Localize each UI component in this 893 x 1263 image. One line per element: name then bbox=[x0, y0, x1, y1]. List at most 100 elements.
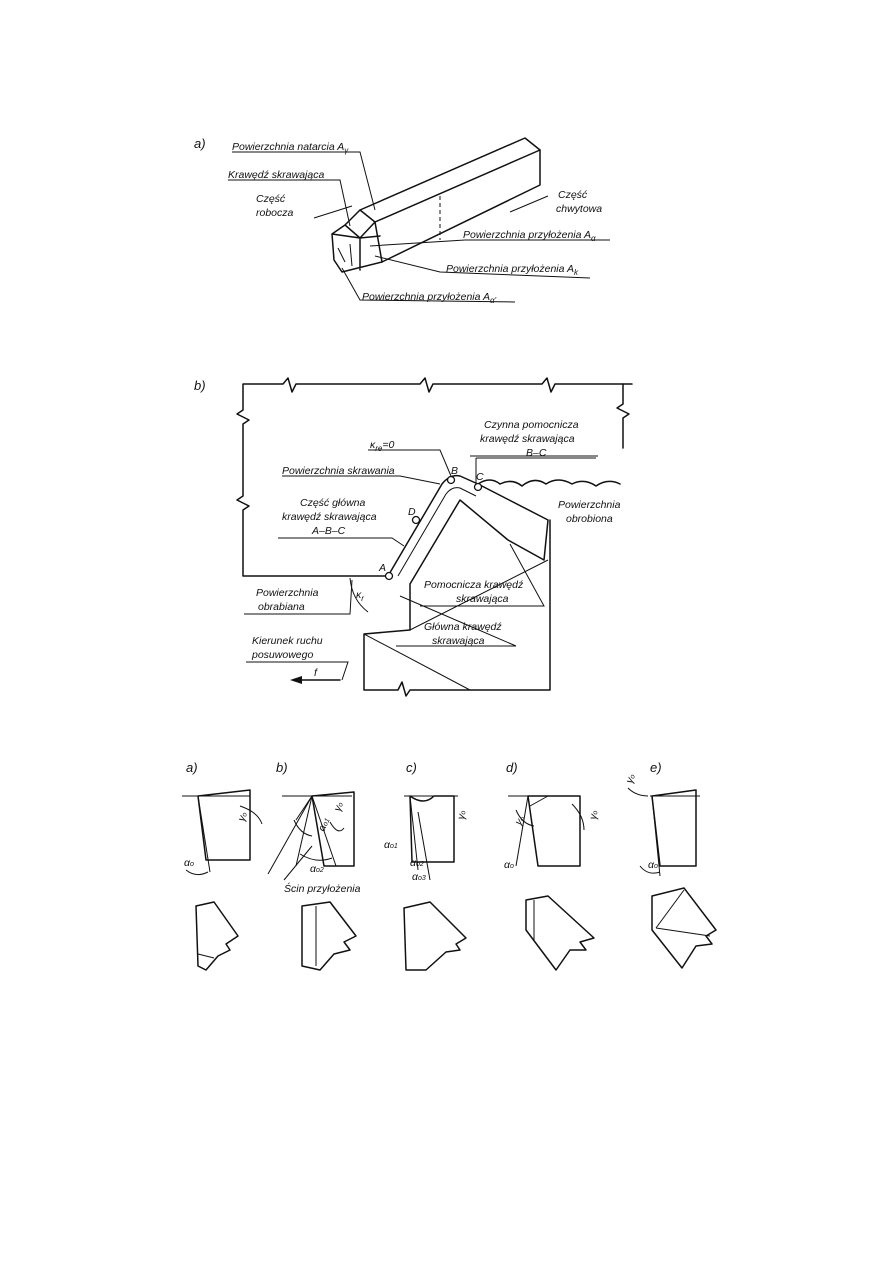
label-machined-1: Powierzchnia bbox=[558, 499, 621, 511]
variant-c-plan bbox=[403, 901, 467, 971]
point-c bbox=[473, 482, 483, 492]
label-point-a: A bbox=[378, 562, 386, 574]
leader-flank-main bbox=[369, 239, 610, 247]
variant-d-plan bbox=[525, 895, 595, 971]
shank-side-face bbox=[374, 149, 541, 263]
leader-flank-k bbox=[374, 255, 591, 279]
label-main-part-3: A–B–C bbox=[311, 525, 346, 537]
shank-top-face bbox=[359, 137, 541, 223]
point-d bbox=[411, 515, 421, 525]
leader-workpiece bbox=[244, 579, 353, 615]
feed-arrow-head bbox=[290, 676, 302, 684]
tool-body bbox=[363, 474, 551, 697]
label-gamma-left: γo bbox=[513, 813, 528, 827]
variant-tag: c) bbox=[406, 760, 417, 775]
label-gamma: γo bbox=[455, 809, 468, 820]
variant-tag: a) bbox=[186, 760, 198, 775]
label-alpha: αo bbox=[504, 859, 514, 871]
label-feed-2: posuwowego bbox=[251, 649, 313, 661]
variant-tag: d) bbox=[506, 760, 518, 775]
label-alpha: αo bbox=[648, 859, 658, 871]
workpiece-outline bbox=[236, 377, 633, 577]
leader-rake-face bbox=[232, 151, 376, 211]
variant-e: γo αo bbox=[624, 772, 717, 969]
label-alpha-o1: αo1 bbox=[316, 816, 333, 834]
label-point-c: C bbox=[476, 471, 484, 483]
label-flank-minor: Powierzchnia przyłożenia Aα' bbox=[362, 291, 497, 305]
label-rake-face: Powierzchnia natarcia Aγ bbox=[232, 141, 349, 155]
variant-d-section bbox=[527, 795, 581, 867]
label-minor-edge-2: skrawająca bbox=[456, 593, 509, 605]
label-main-edge-1: Główna krawędź bbox=[424, 621, 502, 633]
label-alpha: αo bbox=[184, 857, 194, 869]
workpiece-right-break bbox=[616, 383, 630, 449]
variant-tag: e) bbox=[650, 760, 662, 775]
label-alpha-o1: αo1 bbox=[384, 839, 398, 851]
tool-head bbox=[331, 209, 383, 273]
label-alpha-o2: αo2 bbox=[410, 857, 424, 869]
label-gamma: γo bbox=[624, 772, 638, 785]
label-main-part-2: krawędź skrawająca bbox=[282, 511, 377, 523]
label-shank-1: Część bbox=[558, 189, 588, 201]
variant-b-plan bbox=[301, 901, 357, 971]
variant-e-section bbox=[651, 789, 697, 867]
label-main-edge-2: skrawająca bbox=[432, 635, 485, 647]
label-minor-edge-1: Pomocnicza krawędź bbox=[424, 579, 524, 591]
leader-flank-minor bbox=[341, 267, 516, 303]
shank-marker bbox=[509, 195, 549, 213]
label-land: Ścin przyłożenia bbox=[284, 882, 361, 895]
label-flank-main: Powierzchnia przyłożenia Aα bbox=[463, 229, 596, 243]
label-alpha-o3: αo3 bbox=[412, 871, 426, 883]
label-point-d: D bbox=[408, 506, 416, 518]
variant-b: γo αo1 αo2 Ścin przyłożenia bbox=[267, 791, 361, 971]
leader-main-part bbox=[278, 537, 405, 547]
label-active-minor-2: krawędź skrawająca bbox=[480, 433, 575, 445]
label-gamma: γo bbox=[587, 809, 600, 820]
figure-a-tag: a) bbox=[194, 136, 206, 151]
variant-c: γo αo1 αo2 αo3 bbox=[384, 795, 468, 971]
label-workpiece-2: obrabiana bbox=[258, 601, 305, 613]
kappa-r-arc bbox=[349, 577, 369, 613]
tool-diagonal bbox=[363, 633, 471, 691]
label-gamma: γo bbox=[332, 800, 346, 813]
label-cutting-surface: Powierzchnia skrawania bbox=[282, 465, 395, 477]
label-machined-2: obrobiona bbox=[566, 513, 613, 525]
label-kappa-r: κr bbox=[356, 589, 364, 603]
label-point-b: B bbox=[451, 465, 458, 477]
figure-a-tool-isometric: a) Powierzchnia natarcia Aγ Krawędź skra… bbox=[194, 136, 610, 305]
leader-kappa bbox=[368, 449, 452, 477]
variant-a-plan bbox=[195, 901, 239, 971]
tool-rake-face bbox=[397, 487, 477, 577]
variant-c-section bbox=[409, 795, 455, 863]
label-kappa-re: κre=0 bbox=[370, 439, 395, 453]
leader-active-minor bbox=[475, 457, 596, 484]
figure-c-blade-variants: a) b) c) d) e) γo αo γo bbox=[182, 760, 717, 971]
label-alpha-o2: αo2 bbox=[310, 863, 324, 875]
label-working-part-2: robocza bbox=[256, 207, 294, 219]
variant-b-section bbox=[311, 791, 355, 867]
variant-d: γo γo αo bbox=[504, 795, 600, 971]
label-feed-symbol: f bbox=[314, 667, 318, 679]
label-feed-1: Kierunek ruchu bbox=[252, 635, 323, 647]
label-working-part-1: Część bbox=[256, 193, 286, 205]
label-shank-2: chwytowa bbox=[556, 203, 602, 215]
label-cutting-edge: Krawędź skrawająca bbox=[228, 169, 324, 181]
leader-main-edge bbox=[396, 595, 517, 647]
label-flank-k: Powierzchnia przyłożenia Ak bbox=[446, 263, 579, 277]
leader-cutting-edge bbox=[228, 179, 351, 227]
label-active-minor-1: Czynna pomocnicza bbox=[484, 419, 579, 431]
label-workpiece-1: Powierzchnia bbox=[256, 587, 319, 599]
figure-b-tool-in-cut: b) A D B C κr f bbox=[194, 377, 633, 697]
variant-tag: b) bbox=[276, 760, 288, 775]
label-main-part-1: Część główna bbox=[300, 497, 366, 509]
tool-head-flank bbox=[337, 243, 353, 267]
variant-e-plan bbox=[651, 887, 717, 969]
point-a bbox=[384, 571, 394, 581]
variant-a: γo αo bbox=[182, 789, 263, 971]
label-gamma: γo bbox=[236, 810, 250, 823]
figure-b-tag: b) bbox=[194, 378, 206, 393]
leader-feed bbox=[246, 661, 349, 681]
variant-a-section bbox=[197, 789, 251, 861]
leader-cutting-surface bbox=[282, 475, 441, 485]
